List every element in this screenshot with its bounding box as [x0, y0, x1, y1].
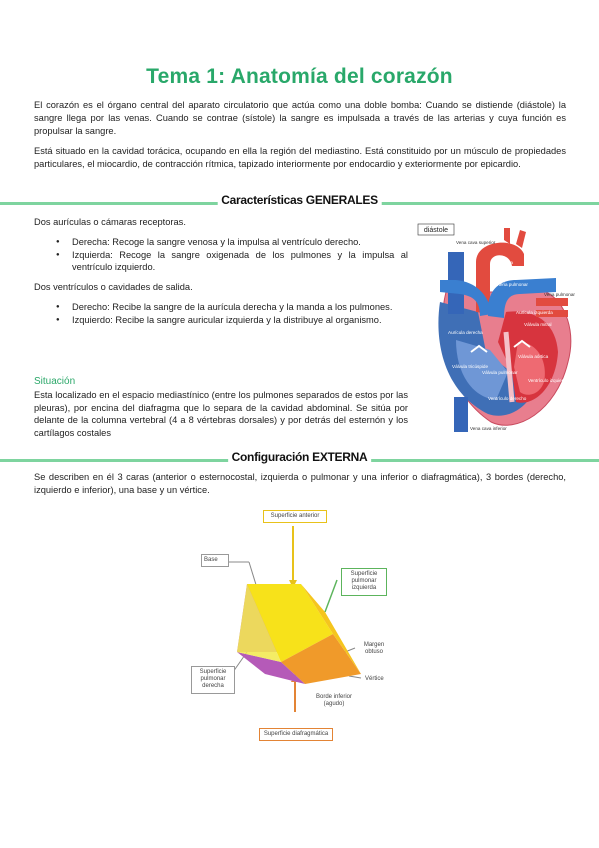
section-caracteristicas: Características GENERALES	[0, 192, 599, 209]
label-vena-pulmonar: Vena pulmonar	[544, 292, 575, 297]
label-superficie-diafragmatica: Superficie diafragmática	[259, 728, 333, 742]
label-valvula-aortica: Válvula aórtica	[518, 354, 549, 359]
label-vertice: Vértice	[365, 676, 384, 682]
label-vena-cava-superior: Vena cava superior	[456, 240, 496, 245]
label-arteria-pulmonar: Arteria pulmonar	[494, 282, 528, 287]
label-ventriculo-derecho: Ventrículo derecho	[488, 396, 527, 401]
auriculas-list: Derecha: Recoge la sangre venosa y la im…	[34, 236, 408, 274]
section-configuracion: Configuración EXTERNA	[0, 449, 599, 466]
heart-surfaces-diagram: Superficie anterior Base Superficie pulm…	[185, 502, 387, 750]
label-base: Base	[201, 554, 229, 568]
section-heading: Configuración EXTERNA	[227, 449, 372, 466]
label-valvula-tricuspide: Válvula tricúspide	[452, 364, 488, 369]
situacion-text: Esta localizado en el espacio mediastíni…	[34, 389, 408, 439]
intro-paragraph-2: Está situado en la cavidad torácica, ocu…	[34, 146, 566, 169]
label-aorta: Aorta	[502, 260, 513, 265]
label-margen-obtuso: Margen obtuso	[363, 642, 385, 656]
list-item: Derecha: Recoge la sangre venosa y la im…	[34, 236, 408, 249]
situacion-block: Situación Esta localizado en el espacio …	[34, 375, 408, 440]
auriculas-intro: Dos aurículas o cámaras receptoras.	[34, 217, 186, 227]
heart-tag: diástole	[424, 227, 448, 234]
intro-paragraph-1: El corazón es el órgano central del apar…	[34, 100, 566, 136]
label-superficie-anterior: Superficie anterior	[263, 510, 327, 524]
page-title: Tema 1: Anatomía del corazón	[146, 65, 453, 88]
situacion-label: Situación	[34, 376, 76, 387]
label-ventriculo-izquierdo: Ventrículo izquierdo	[528, 378, 569, 383]
list-item: Derecho: Recibe la sangre de la aurícula…	[34, 301, 408, 314]
heart-diagram: diástole Vena cava superior Aorta Arteri…	[416, 222, 578, 440]
list-item: Izquierda: Recoge la sangre oxigenada de…	[34, 249, 408, 275]
list-item: Izquierdo: Recibe la sangre auricular iz…	[34, 314, 408, 327]
label-superficie-pulmonar-izquierda: Superficie pulmonar izquierda	[341, 568, 387, 596]
label-auricula-derecha: Aurícula derecha	[448, 330, 483, 335]
label-valvula-pulmonar: Válvula pulmonar	[482, 370, 518, 375]
caracteristicas-body: Dos aurículas o cámaras receptoras. Dere…	[34, 216, 408, 327]
ventriculos-list: Derecho: Recibe la sangre de la aurícula…	[34, 301, 408, 327]
label-vena-cava-inferior: Vena cava inferior	[470, 426, 507, 431]
section-heading: Características GENERALES	[217, 192, 382, 209]
label-valvula-mitral: Válvula mitral	[524, 322, 552, 327]
label-borde-inferior: Borde inferior (agudo)	[315, 694, 353, 708]
label-superficie-pulmonar-derecha: Superficie pulmonar derecha	[191, 666, 235, 694]
configuracion-text: Se describen en él 3 caras (anterior o e…	[34, 472, 566, 495]
ventriculos-intro: Dos ventrículos o cavidades de salida.	[34, 282, 193, 293]
label-auricula-izquierda: Aurícula izquierda	[516, 310, 553, 315]
